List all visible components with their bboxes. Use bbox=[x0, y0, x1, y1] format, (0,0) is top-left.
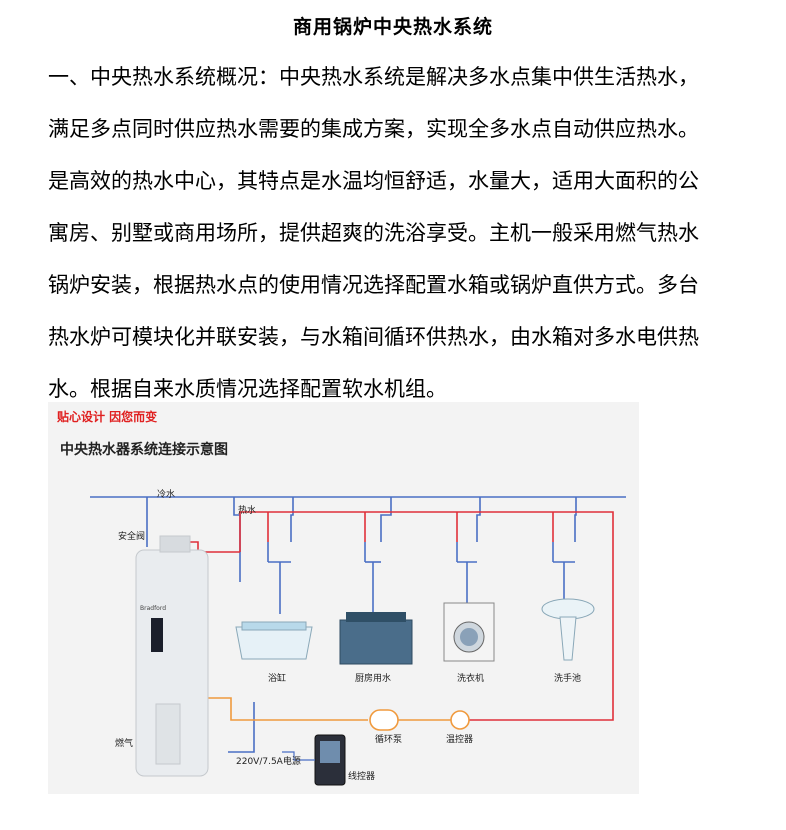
basin-fixture bbox=[541, 598, 595, 661]
paragraph-line: 锅炉安装，根据热水点的使用情况选择配置水箱或锅炉直供方式。多台 bbox=[48, 273, 699, 297]
basin-label: 洗手池 bbox=[554, 674, 582, 684]
diagram-tagline: 贴心设计 因您而变 bbox=[57, 410, 158, 424]
kitchen-label: 厨房用水 bbox=[355, 674, 392, 684]
overview-paragraph: 一、中央热水系统概况：中央热水系统是解决多水点集中供生活热水， 满足多点同时供应… bbox=[48, 51, 748, 415]
washer-fixture bbox=[443, 602, 495, 662]
return-pipes bbox=[208, 697, 451, 721]
power-label: 220V/7.5A电源 bbox=[236, 757, 301, 767]
paragraph-line: 是高效的热水中心，其特点是水温均恒舒适，水量大，适用大面积的公 bbox=[48, 169, 699, 193]
safety-valve-label: 安全阀 bbox=[118, 532, 146, 542]
paragraph-line: 寓房、别墅或商用场所，提供超爽的洗浴享受。主机一般采用燃气热水 bbox=[48, 221, 699, 245]
gas-label: 燃气 bbox=[115, 739, 134, 749]
controller-label: 线控器 bbox=[348, 772, 376, 782]
paragraph-line: 满足多点同时供应热水需要的集成方案，实现全多水点自动供应热水。 bbox=[48, 117, 699, 141]
controller-device bbox=[282, 734, 346, 786]
hot-water-label: 热水 bbox=[238, 506, 257, 516]
pump-label: 循环泵 bbox=[375, 735, 403, 745]
paragraph-line: 水。根据自来水质情况选择配置软水机组。 bbox=[48, 377, 447, 401]
brand-logo: Bradford bbox=[140, 605, 167, 612]
water-heater bbox=[135, 535, 209, 777]
cold-water-label: 冷水 bbox=[157, 490, 176, 500]
thermostat-label: 温控器 bbox=[446, 735, 474, 745]
paragraph-line: 一、中央热水系统概况：中央热水系统是解决多水点集中供生活热水， bbox=[48, 65, 699, 89]
pump-thermostat bbox=[369, 709, 470, 731]
page-title: 商用锅炉中央热水系统 bbox=[292, 16, 493, 38]
kitchen-sink-fixture bbox=[339, 612, 413, 665]
hot-water-pipes bbox=[186, 511, 614, 721]
bathtub-label: 浴缸 bbox=[268, 674, 287, 684]
paragraph-line: 热水炉可模块化并联安装，与水箱间循环供热水，由水箱对多水电供热 bbox=[48, 325, 699, 349]
system-diagram: 贴心设计 因您而变 中央热水器系统连接示意图 冷水 热水 安全阀 浴缸 厨房用水… bbox=[48, 402, 639, 794]
diagram-title: 中央热水器系统连接示意图 bbox=[60, 442, 228, 458]
bathtub-fixture bbox=[235, 621, 313, 660]
washer-label: 洗衣机 bbox=[457, 674, 485, 684]
diagram-graphics bbox=[90, 496, 626, 786]
